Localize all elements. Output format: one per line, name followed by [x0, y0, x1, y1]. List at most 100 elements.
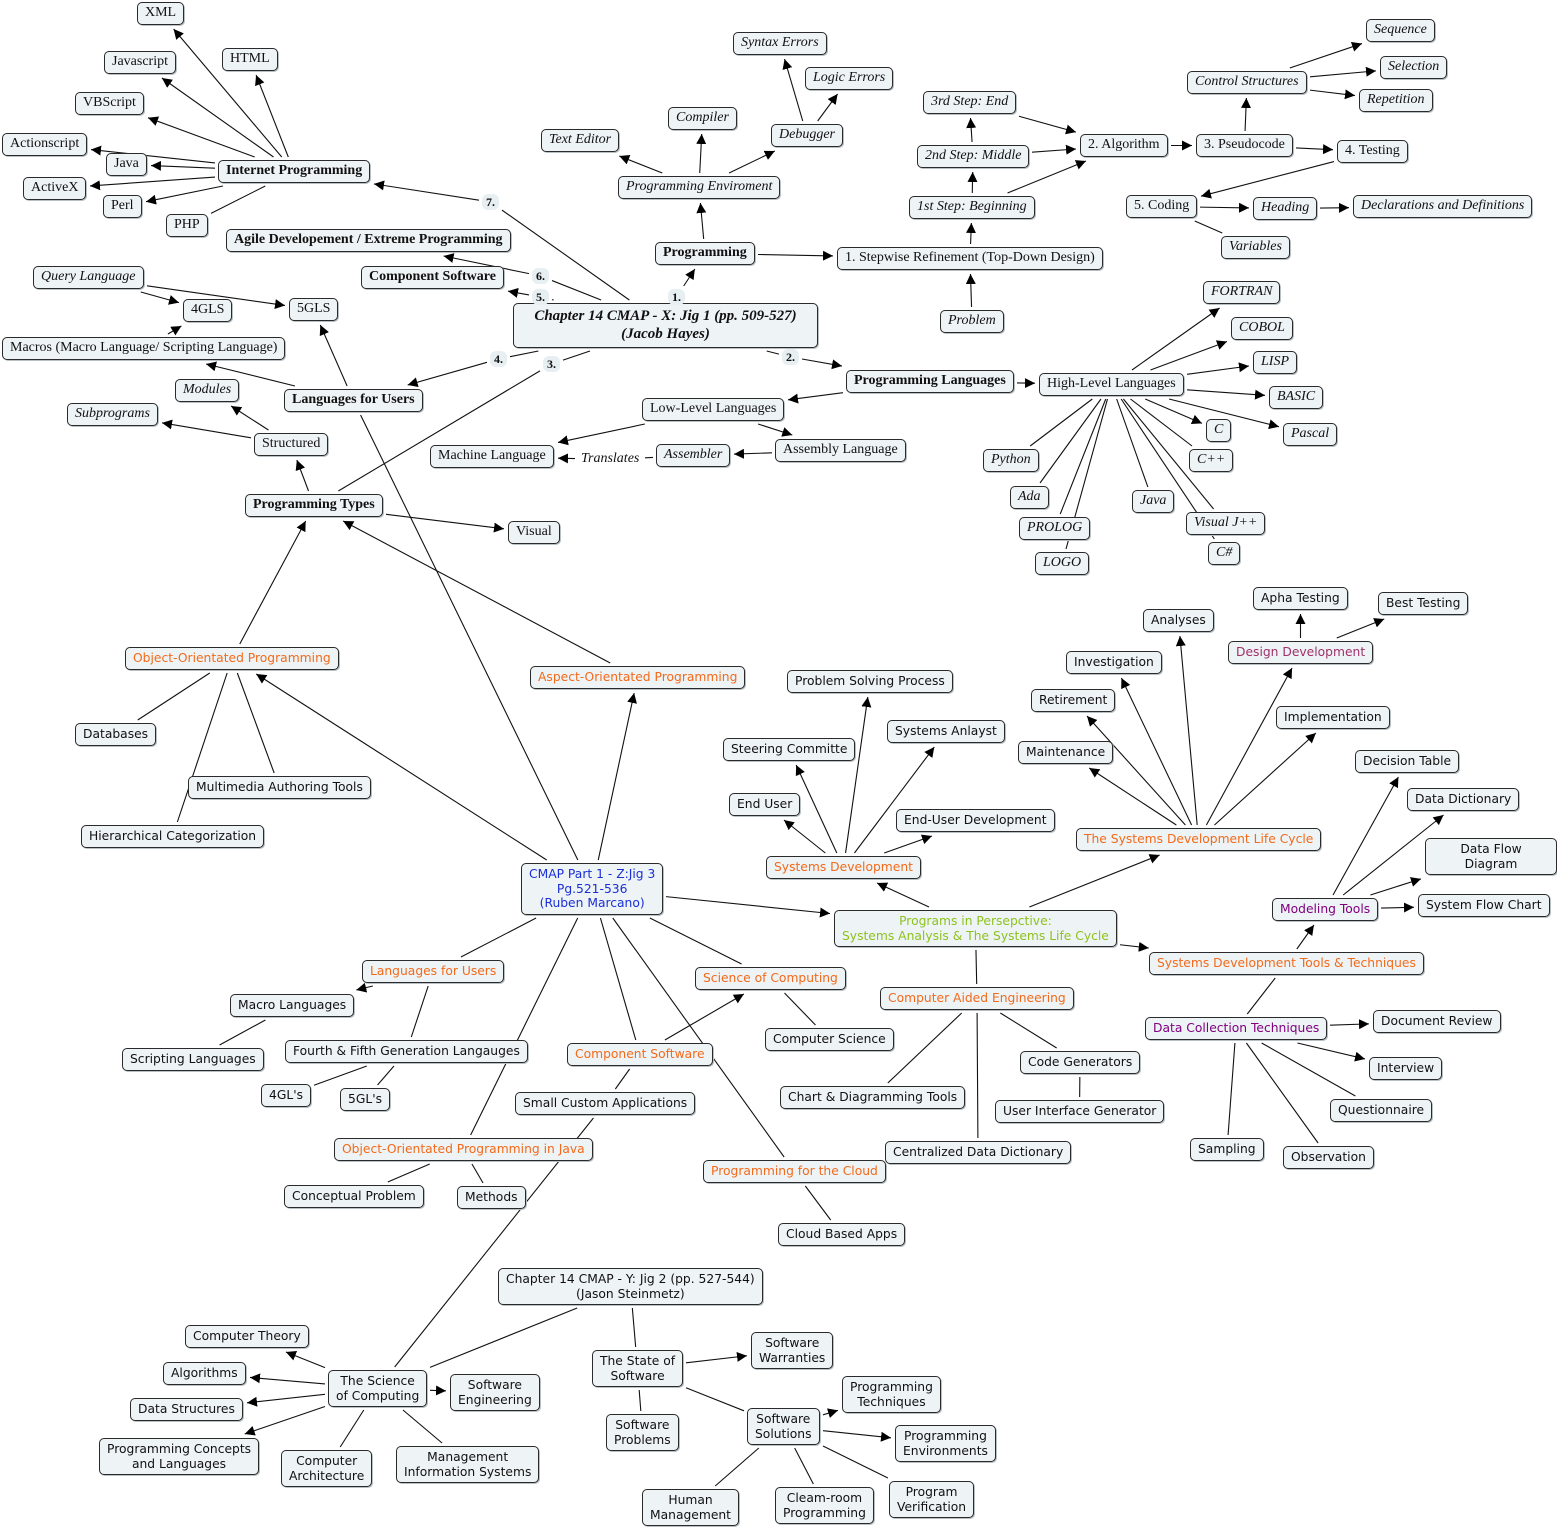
link-label-l5[interactable]: 5. — [532, 289, 549, 306]
concept-node-soc[interactable]: Science of Computing — [695, 967, 846, 990]
concept-node-sca[interactable]: Small Custom Applications — [515, 1092, 696, 1115]
concept-node-asml[interactable]: Assembly Language — [775, 439, 906, 462]
concept-node-comp[interactable]: Component Software — [361, 266, 504, 289]
concept-node-sel[interactable]: Selection — [1380, 56, 1448, 79]
concept-node-cs[interactable]: C# — [1208, 542, 1241, 565]
concept-node-compsw[interactable]: Component Software — [567, 1043, 713, 1066]
concept-node-fortran[interactable]: FORTRAN — [1203, 281, 1281, 304]
concept-node-dd[interactable]: Design Development — [1228, 641, 1374, 664]
concept-node-eud[interactable]: End-User Development — [896, 809, 1055, 832]
concept-node-mt[interactable]: Modeling Tools — [1272, 898, 1379, 921]
concept-node-ql[interactable]: Query Language — [33, 266, 144, 289]
concept-node-ffgl[interactable]: Fourth & Fifth Generation Langauges — [285, 1040, 528, 1063]
concept-node-syntax[interactable]: Syntax Errors — [733, 32, 827, 55]
concept-node-apha[interactable]: Apha Testing — [1253, 587, 1348, 610]
concept-node-macros[interactable]: Macros (Macro Language/ Scripting Langua… — [2, 337, 286, 360]
concept-node-methods[interactable]: Methods — [457, 1186, 526, 1209]
concept-node-ctrl[interactable]: Control Structures — [1187, 71, 1307, 94]
concept-node-python[interactable]: Python — [983, 449, 1039, 472]
concept-node-ddict[interactable]: Data Dictionary — [1407, 788, 1520, 811]
link-label-l3[interactable]: 3. — [543, 356, 560, 373]
concept-node-dct[interactable]: Data Collection Techniques — [1145, 1017, 1328, 1040]
concept-node-mat[interactable]: Multimedia Authoring Tools — [188, 776, 371, 799]
concept-node-impl[interactable]: Implementation — [1276, 706, 1390, 729]
concept-node-g5[interactable]: 5GLS — [289, 298, 339, 321]
concept-node-c[interactable]: C — [1206, 419, 1232, 442]
concept-node-coding[interactable]: 5. Coding — [1126, 195, 1198, 218]
concept-node-conceptual[interactable]: Conceptual Problem — [284, 1185, 424, 1208]
concept-node-prog[interactable]: Programming — [655, 242, 755, 265]
concept-node-s1[interactable]: 1st Step: Beginning — [909, 196, 1035, 219]
concept-node-sampling[interactable]: Sampling — [1190, 1138, 1264, 1161]
concept-node-progenv[interactable]: Programming Enviroment — [618, 176, 781, 199]
concept-node-js[interactable]: Javascript — [104, 51, 176, 74]
concept-node-eu[interactable]: End User — [729, 793, 801, 816]
concept-node-modules[interactable]: Modules — [175, 379, 240, 402]
concept-node-as[interactable]: Actionscript — [2, 133, 88, 156]
concept-node-algo[interactable]: 2. Algorithm — [1080, 134, 1168, 157]
concept-node-struct[interactable]: Structured — [254, 433, 329, 456]
link-label-l4[interactable]: 4. — [490, 351, 507, 368]
concept-node-java1[interactable]: Java — [106, 153, 147, 176]
concept-node-pv[interactable]: Program Verification — [889, 1481, 975, 1518]
concept-node-pcl[interactable]: Programming Concepts and Languages — [99, 1438, 260, 1475]
concept-node-chapter[interactable]: Chapter 14 CMAP - X: Jig 1 (pp. 509-527)… — [513, 303, 818, 349]
concept-node-ca[interactable]: Computer Architecture — [281, 1450, 373, 1487]
link-label-translates[interactable]: Translates — [578, 450, 643, 469]
link-label-l1[interactable]: 1. — [668, 289, 685, 306]
concept-node-pl[interactable]: Programming Languages — [846, 370, 1014, 393]
concept-node-vars[interactable]: Variables — [1221, 236, 1290, 259]
concept-node-seq[interactable]: Sequence — [1366, 19, 1435, 42]
concept-node-php[interactable]: PHP — [166, 214, 208, 237]
concept-node-invest[interactable]: Investigation — [1066, 651, 1162, 674]
concept-node-obs[interactable]: Observation — [1283, 1146, 1374, 1169]
concept-node-xml[interactable]: XML — [137, 2, 185, 25]
concept-node-oopj[interactable]: Object-Orientated Programming in Java — [334, 1138, 593, 1161]
concept-node-se[interactable]: Software Engineering — [450, 1374, 540, 1411]
concept-node-interview[interactable]: Interview — [1369, 1057, 1443, 1080]
concept-node-macrol[interactable]: Macro Languages — [230, 994, 355, 1017]
concept-node-testing[interactable]: 4. Testing — [1337, 140, 1408, 163]
concept-node-java2[interactable]: Java — [1132, 490, 1175, 513]
concept-node-hll[interactable]: High-Level Languages — [1039, 373, 1184, 396]
concept-node-algs[interactable]: Algorithms — [163, 1362, 246, 1385]
concept-node-gl5[interactable]: 5GL's — [340, 1088, 390, 1111]
concept-node-pip[interactable]: Programs in Persepctive: Systems Analysi… — [834, 910, 1117, 947]
concept-node-mis[interactable]: Management Information Systems — [396, 1446, 540, 1483]
concept-node-debugger[interactable]: Debugger — [771, 124, 843, 147]
concept-node-activex[interactable]: ActiveX — [23, 177, 87, 200]
concept-node-cpp[interactable]: C++ — [1189, 449, 1234, 472]
concept-node-best[interactable]: Best Testing — [1378, 592, 1469, 615]
concept-node-pe[interactable]: Programming Environments — [895, 1425, 996, 1462]
concept-node-heading[interactable]: Heading — [1253, 197, 1318, 220]
concept-node-g4[interactable]: 4GLS — [183, 299, 233, 322]
link-label-l7[interactable]: 7. — [482, 194, 499, 211]
concept-node-sfc[interactable]: System Flow Chart — [1418, 894, 1550, 917]
concept-node-decl[interactable]: Declarations and Definitions — [1353, 195, 1533, 218]
link-label-l2[interactable]: 2. — [782, 349, 799, 366]
concept-node-ss[interactable]: Software Solutions — [747, 1408, 820, 1445]
concept-node-maint[interactable]: Maintenance — [1018, 741, 1114, 764]
concept-node-rep[interactable]: Repetition — [1359, 89, 1433, 112]
concept-node-dt[interactable]: Decision Table — [1355, 750, 1460, 773]
concept-node-texted[interactable]: Text Editor — [541, 129, 620, 152]
concept-node-logo[interactable]: LOGO — [1035, 552, 1090, 575]
concept-node-basic[interactable]: BASIC — [1269, 386, 1324, 409]
concept-node-step1[interactable]: 1. Stepwise Refinement (Top-Down Design) — [837, 247, 1103, 270]
concept-node-databases[interactable]: Databases — [75, 723, 157, 746]
concept-node-subp[interactable]: Subprograms — [67, 403, 158, 426]
concept-node-visual[interactable]: Visual — [508, 521, 560, 544]
concept-node-sw[interactable]: Software Warranties — [751, 1332, 834, 1369]
concept-node-lll[interactable]: Low-Level Languages — [642, 398, 785, 421]
concept-node-uig[interactable]: User Interface Generator — [995, 1100, 1165, 1123]
concept-node-sc[interactable]: Steering Committe — [723, 738, 856, 761]
concept-node-retire[interactable]: Retirement — [1031, 689, 1116, 712]
concept-node-aop[interactable]: Aspect-Orientated Programming — [530, 666, 746, 689]
concept-node-oop[interactable]: Object-Orientated Programming — [125, 647, 339, 670]
concept-node-pascal[interactable]: Pascal — [1283, 423, 1338, 446]
concept-node-cba[interactable]: Cloud Based Apps — [778, 1223, 906, 1246]
concept-node-sa[interactable]: Systems Anlayst — [887, 720, 1005, 743]
concept-node-sdtt[interactable]: Systems Development Tools & Techniques — [1149, 952, 1424, 975]
concept-node-dfd[interactable]: Data Flow Diagram — [1425, 838, 1557, 875]
concept-node-logic[interactable]: Logic Errors — [805, 67, 894, 90]
